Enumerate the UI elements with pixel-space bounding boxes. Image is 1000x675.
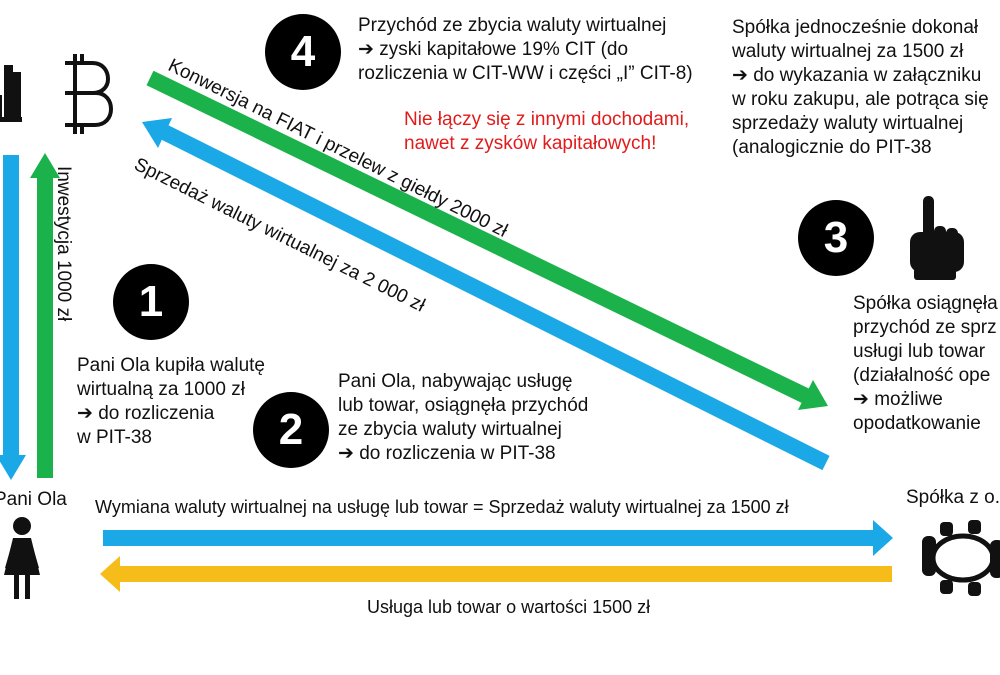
arrow-down-blue bbox=[0, 155, 26, 480]
step-badge-2: 2 bbox=[253, 392, 329, 468]
pointing-hand-icon bbox=[910, 196, 964, 280]
step-badge-4: 4 bbox=[265, 14, 341, 90]
bar-chart-icon bbox=[0, 65, 22, 122]
step-badge-3: 3 bbox=[798, 200, 874, 276]
arrow-up-green bbox=[30, 153, 60, 478]
step4-text: Przychód ze zbycia waluty wirtualnej ➔ z… bbox=[358, 15, 693, 84]
step2-text: Pani Ola, nabywając usługę lub towar, os… bbox=[338, 371, 589, 464]
step-badge-1: 1 bbox=[113, 264, 189, 340]
meeting-table-icon bbox=[922, 520, 1000, 596]
arrow-diagonal-green bbox=[146, 70, 828, 410]
step3-text: Spółka osiągnęła przychód ze sprz usługi… bbox=[853, 293, 998, 434]
bitcoin-icon bbox=[65, 54, 114, 134]
arrow-left-yellow bbox=[100, 556, 892, 592]
pani-ola-label: Pani Ola bbox=[0, 489, 67, 510]
step1-text: Pani Ola kupiła walutę wirtualną za 1000… bbox=[77, 355, 265, 448]
service-label: Usługa lub towar o wartości 1500 zł bbox=[367, 597, 651, 617]
warning-text: Nie łączy się z innymi dochodami, nawet … bbox=[404, 109, 690, 154]
exchange-label: Wymiana waluty wirtualnej na usługę lub … bbox=[95, 497, 789, 517]
arrow-diagonal-blue bbox=[142, 118, 830, 471]
investment-label: Inwestycja 1000 zł bbox=[53, 166, 74, 322]
company-purchase-text: Spółka jednocześnie dokonał waluty wirtu… bbox=[732, 17, 989, 158]
spolka-label: Spółka z o. bbox=[906, 487, 1000, 508]
arrow-right-blue bbox=[103, 520, 893, 556]
person-icon bbox=[4, 517, 40, 599]
